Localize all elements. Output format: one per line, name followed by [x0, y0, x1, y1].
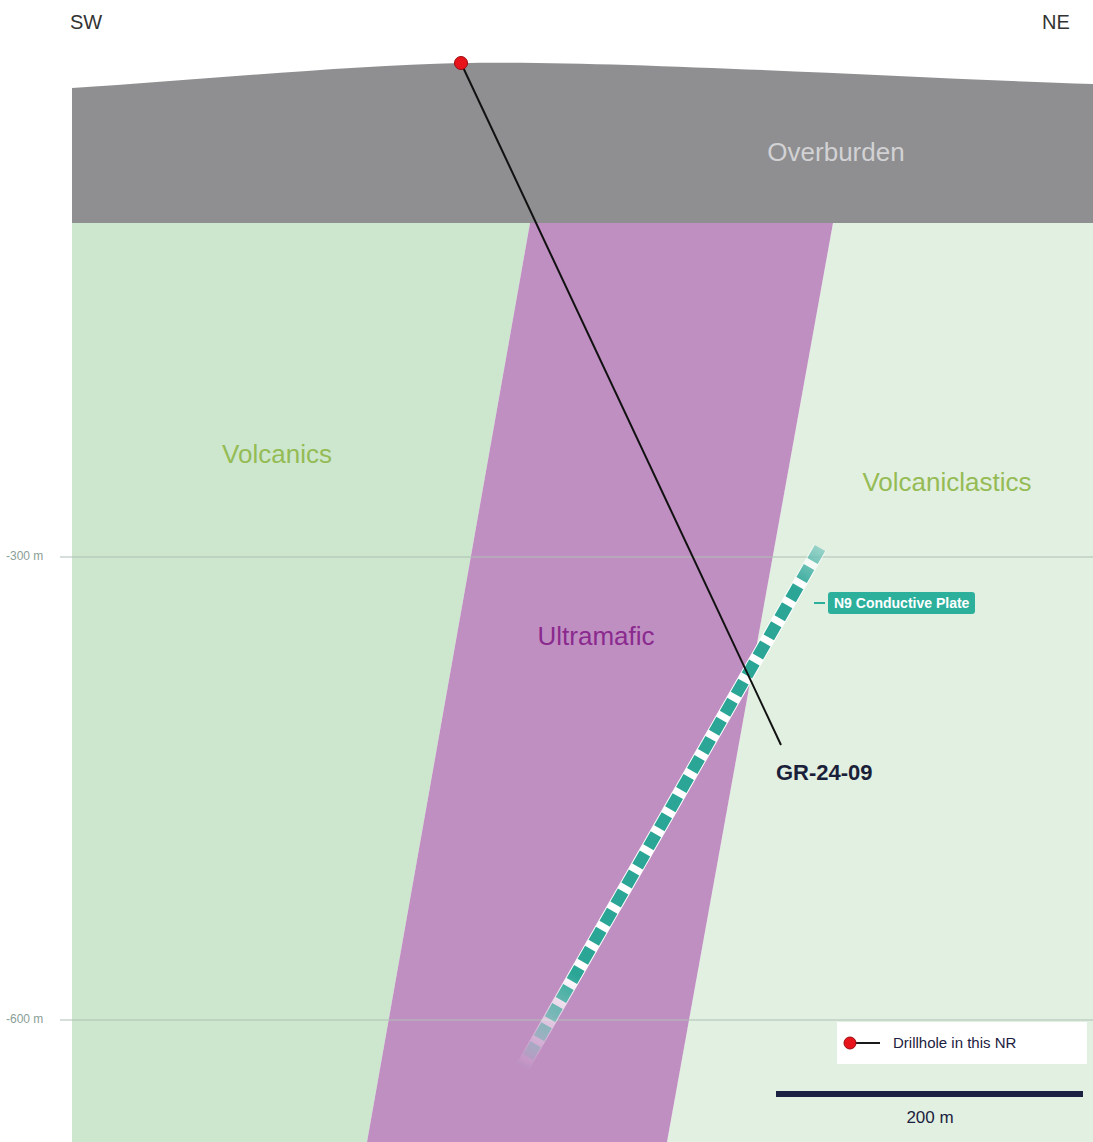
- depth-label: -300 m: [6, 550, 43, 564]
- overburden-unit: [72, 63, 1093, 223]
- drillhole-collar: [455, 57, 468, 70]
- legend-label: Drillhole in this NR: [893, 1034, 1016, 1051]
- drillhole-id: GR-24-09: [776, 760, 873, 785]
- unit-name: Overburden: [767, 138, 904, 168]
- legend-box: [837, 1022, 1087, 1064]
- direction-label: SW: [70, 11, 102, 34]
- conductive-plate-base: [522, 548, 820, 1068]
- leader-line: [814, 602, 825, 604]
- depth-line: [60, 557, 1093, 558]
- scale-bar: [776, 1091, 1083, 1097]
- conductive-plate: [522, 548, 820, 1068]
- depth-line: [60, 1020, 1093, 1021]
- plate-label-box: N9 Conductive Plate: [828, 592, 975, 614]
- scale-label: 200 m: [906, 1108, 953, 1128]
- unit-name: Ultramafic: [537, 622, 654, 652]
- unit-name: Volcaniclastics: [862, 468, 1031, 498]
- plate-label: N9 Conductive Plate: [834, 595, 969, 611]
- direction-label: NE: [1042, 11, 1070, 34]
- unit-name: Volcanics: [222, 440, 332, 470]
- drillhole-trace: [461, 63, 781, 745]
- legend-dot-sample: [844, 1037, 856, 1049]
- depth-label: -600 m: [6, 1013, 43, 1027]
